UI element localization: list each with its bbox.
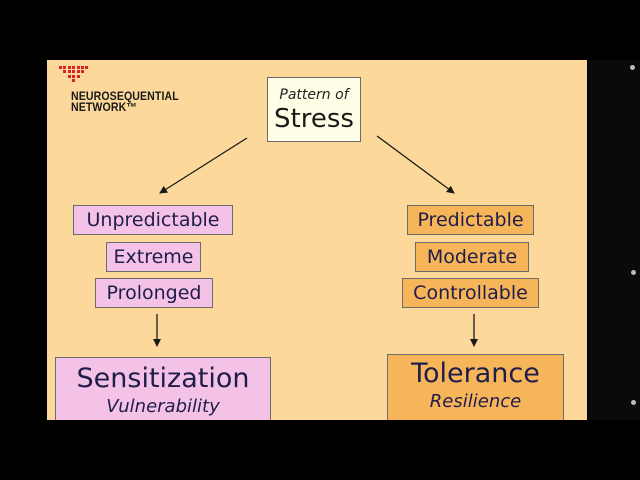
right-item-controllable: Controllable: [402, 278, 539, 308]
logo-dot: [72, 74, 76, 78]
right-outcome-tolerance: Tolerance Resilience: [387, 354, 564, 420]
left-item-extreme: Extreme: [106, 242, 201, 272]
left-item-label: Unpredictable: [86, 209, 220, 231]
logo-dot: [67, 70, 71, 74]
left-item-unpredictable: Unpredictable: [73, 205, 233, 235]
logo-dot: [72, 79, 76, 83]
root-big-label: Stress: [274, 103, 354, 134]
right-item-moderate: Moderate: [415, 242, 529, 272]
right-edge-strip: [588, 60, 640, 420]
logo-dot: [63, 66, 67, 69]
right-item-label: Moderate: [426, 246, 518, 268]
right-outcome-subtitle: Resilience: [429, 391, 522, 412]
edge-mark-icon: [631, 270, 636, 275]
arrow-root-to-right: [376, 135, 455, 194]
connector-arrows: [153, 135, 478, 347]
logo-dot: [59, 66, 62, 69]
left-item-label: Extreme: [113, 246, 194, 268]
left-outcome-subtitle: Vulnerability: [106, 396, 220, 417]
logo-dot: [67, 66, 71, 69]
left-outcome-title: Sensitization: [76, 363, 250, 394]
root-small-label: Pattern of: [279, 86, 349, 103]
logo-line-2: NETWORK™: [71, 102, 137, 114]
logo-line-1: NEUROSEQUENTIAL: [71, 91, 179, 103]
right-item-label: Predictable: [417, 209, 524, 231]
root-node-pattern-of-stress: Pattern of Stress: [267, 77, 361, 142]
logo-dot: [81, 70, 84, 74]
logo-dot: [76, 74, 80, 78]
logo-dot: [85, 66, 89, 69]
edge-mark-icon: [631, 400, 636, 405]
left-outcome-sensitization: Sensitization Vulnerability: [55, 357, 271, 420]
edge-mark-icon: [630, 65, 635, 70]
right-item-label: Controllable: [413, 282, 528, 304]
logo-dot: [67, 74, 71, 78]
left-item-prolonged: Prolonged: [95, 278, 213, 308]
logo-dot: [63, 70, 67, 74]
left-item-label: Prolonged: [106, 282, 202, 304]
logo-dot: [81, 66, 84, 69]
logo-dot: [72, 66, 76, 69]
right-outcome-title: Tolerance: [411, 358, 540, 389]
right-item-predictable: Predictable: [407, 205, 534, 235]
logo-dot: [76, 66, 80, 69]
logo-dot: [72, 70, 76, 74]
slide: NEUROSEQUENTIAL NETWORK™ Pattern of Stre…: [47, 60, 587, 420]
arrow-root-to-left: [159, 137, 248, 194]
logo-text: NEUROSEQUENTIAL NETWORK™: [71, 91, 179, 114]
logo-dot: [76, 70, 80, 74]
